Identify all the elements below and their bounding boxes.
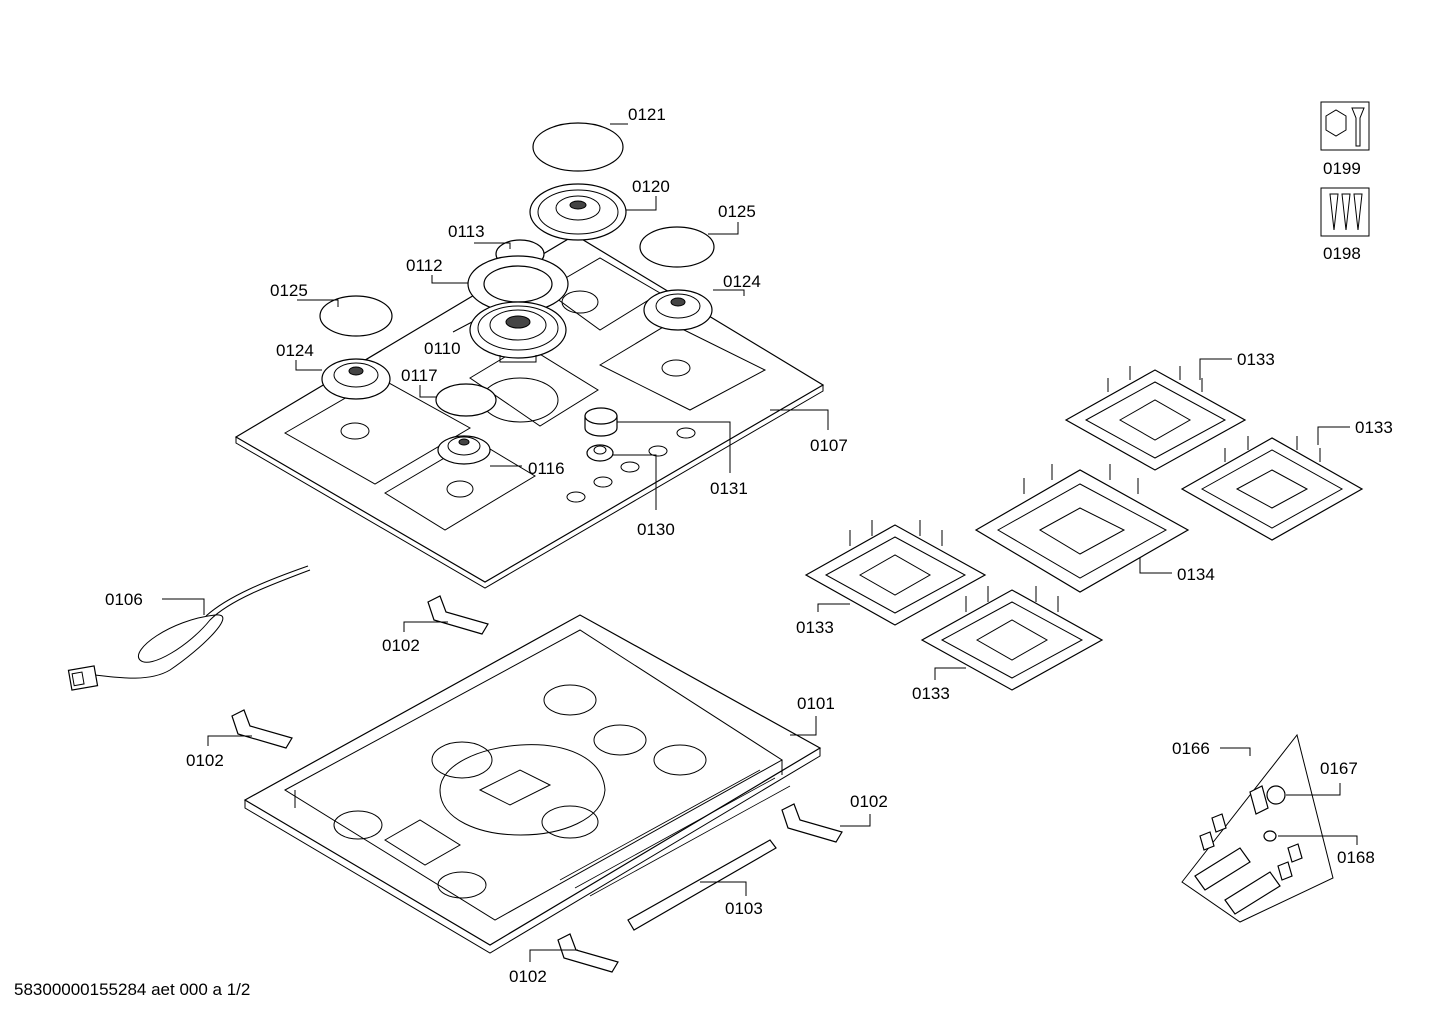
power-cable	[67, 565, 311, 691]
callout-0110: 0110	[424, 339, 461, 358]
callout-0198: 0198	[1323, 244, 1361, 263]
burner-caps	[319, 122, 715, 465]
callout-0124: 0124	[723, 272, 761, 291]
callout-0130: 0130	[637, 520, 675, 539]
screws-icon	[1320, 187, 1370, 237]
callout-0102: 0102	[509, 967, 547, 986]
callout-labels: 0121 0120 0125 0113 0112 0125 0124 0110 …	[105, 105, 1393, 986]
callout-0112: 0112	[406, 256, 443, 275]
wrench-nut-icon	[1320, 101, 1370, 151]
callout-0116: 0116	[528, 459, 565, 478]
callout-0199: 0199	[1323, 159, 1361, 178]
callout-0125: 0125	[270, 281, 308, 300]
callout-0102: 0102	[382, 636, 420, 655]
callout-0168: 0168	[1337, 848, 1375, 867]
callout-0102: 0102	[186, 751, 224, 770]
callout-0102: 0102	[850, 792, 888, 811]
clamps	[231, 595, 843, 973]
callout-0133: 0133	[1355, 418, 1393, 437]
callout-0120: 0120	[632, 177, 670, 196]
callout-0101: 0101	[797, 694, 835, 713]
callout-0106: 0106	[105, 590, 143, 609]
callout-0125: 0125	[718, 202, 756, 221]
callout-0131: 0131	[710, 479, 748, 498]
base-tray	[243, 614, 822, 954]
callout-0167: 0167	[1320, 759, 1358, 778]
callout-0117: 0117	[401, 366, 438, 385]
callout-0166: 0166	[1172, 739, 1210, 758]
leader-lines	[162, 123, 1358, 962]
document-id-footer: 58300000155284 aet 000 a 1/2	[14, 980, 251, 999]
gas-connector-kit	[1181, 733, 1334, 923]
callout-0103: 0103	[725, 899, 763, 918]
seal-strip	[627, 839, 777, 931]
callout-0113: 0113	[448, 222, 485, 241]
callout-0133: 0133	[796, 618, 834, 637]
callout-0124: 0124	[276, 341, 314, 360]
callout-0133: 0133	[1237, 350, 1275, 369]
callout-0133: 0133	[912, 684, 950, 703]
callout-0107: 0107	[810, 436, 848, 455]
pan-supports	[804, 366, 1364, 691]
callout-0121: 0121	[628, 105, 666, 124]
callout-0134: 0134	[1177, 565, 1215, 584]
